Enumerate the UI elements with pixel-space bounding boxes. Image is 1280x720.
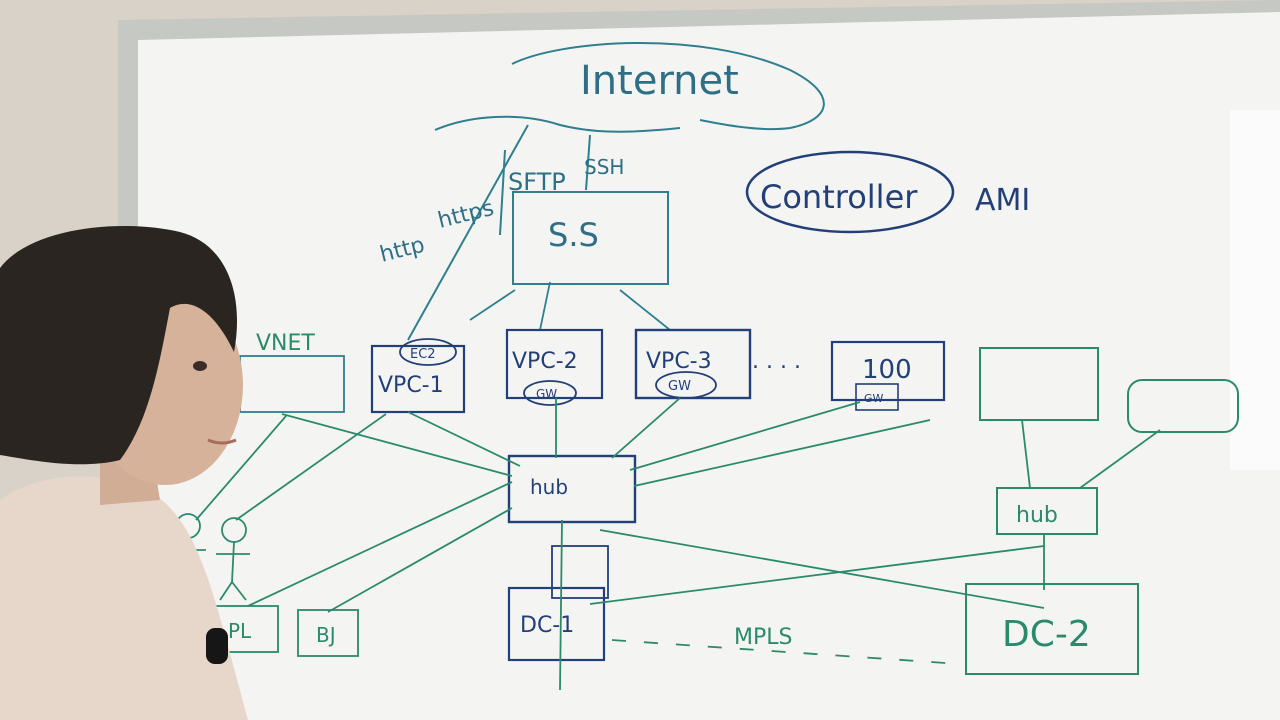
vpc3-gw-ellipse — [655, 371, 717, 399]
ss-to-vpc-lines — [469, 281, 671, 331]
controller-ellipse — [745, 150, 955, 234]
ami-label: AMI — [975, 183, 1030, 218]
vpc1-label: VPC-1 — [378, 373, 444, 398]
internet-cloud — [434, 42, 825, 133]
vpc100-gw-box — [855, 383, 899, 411]
mpls-label: MPLS — [734, 625, 792, 650]
vpc2-label: VPC-2 — [512, 349, 578, 374]
presenter-hair — [0, 226, 238, 465]
dc2-box — [965, 583, 1139, 675]
presenter — [0, 226, 248, 720]
ec2-label: EC2 — [410, 347, 436, 362]
bj-box — [297, 609, 359, 657]
hub-right-box — [996, 487, 1098, 535]
dc1-router-box — [551, 545, 609, 599]
vpc100-label: 100 — [862, 355, 912, 385]
ss-label: S.S — [548, 216, 599, 254]
vpc3-label: VPC-3 — [646, 349, 712, 374]
internet-label: Internet — [580, 58, 739, 104]
vpc100-gw-label: GW — [864, 392, 884, 405]
presenter-shirt — [0, 476, 248, 720]
ellipsis-label: . . . . — [752, 349, 801, 374]
vpc100-box — [830, 340, 946, 402]
lapel-microphone — [206, 628, 228, 664]
dc1-box — [507, 586, 606, 662]
bj-label: BJ — [316, 623, 336, 647]
whiteboard — [138, 12, 1280, 720]
right-vpc-box-1 — [979, 347, 1099, 421]
vpc3-gw-label: GW — [668, 379, 691, 394]
hub-left-box — [507, 454, 637, 524]
pl-label: PL — [228, 619, 252, 643]
vpc1-box — [370, 344, 466, 414]
right-vpc-box-2 — [1127, 379, 1239, 433]
protocol-lines — [407, 124, 591, 341]
hub-left-label: hub — [530, 475, 568, 499]
vpc2-box — [505, 328, 604, 400]
vpc2-gw-label: GW — [536, 387, 557, 401]
protocol-sftp: SFTP — [508, 168, 566, 196]
hub-right-label: hub — [1016, 503, 1058, 528]
vpc2-gw-ellipse — [523, 380, 577, 406]
presenter-mouth — [207, 438, 237, 445]
ss-box — [512, 191, 669, 285]
connection-lines — [195, 397, 1161, 691]
ec2-ellipse — [399, 338, 457, 366]
protocol-ssh: SSH — [584, 155, 624, 179]
controller-label: Controller — [760, 178, 918, 216]
presenter-eye — [193, 361, 207, 371]
vnet-label: VNET — [256, 331, 315, 356]
dc2-label: DC-2 — [1002, 614, 1091, 655]
dc1-label: DC-1 — [520, 613, 574, 638]
